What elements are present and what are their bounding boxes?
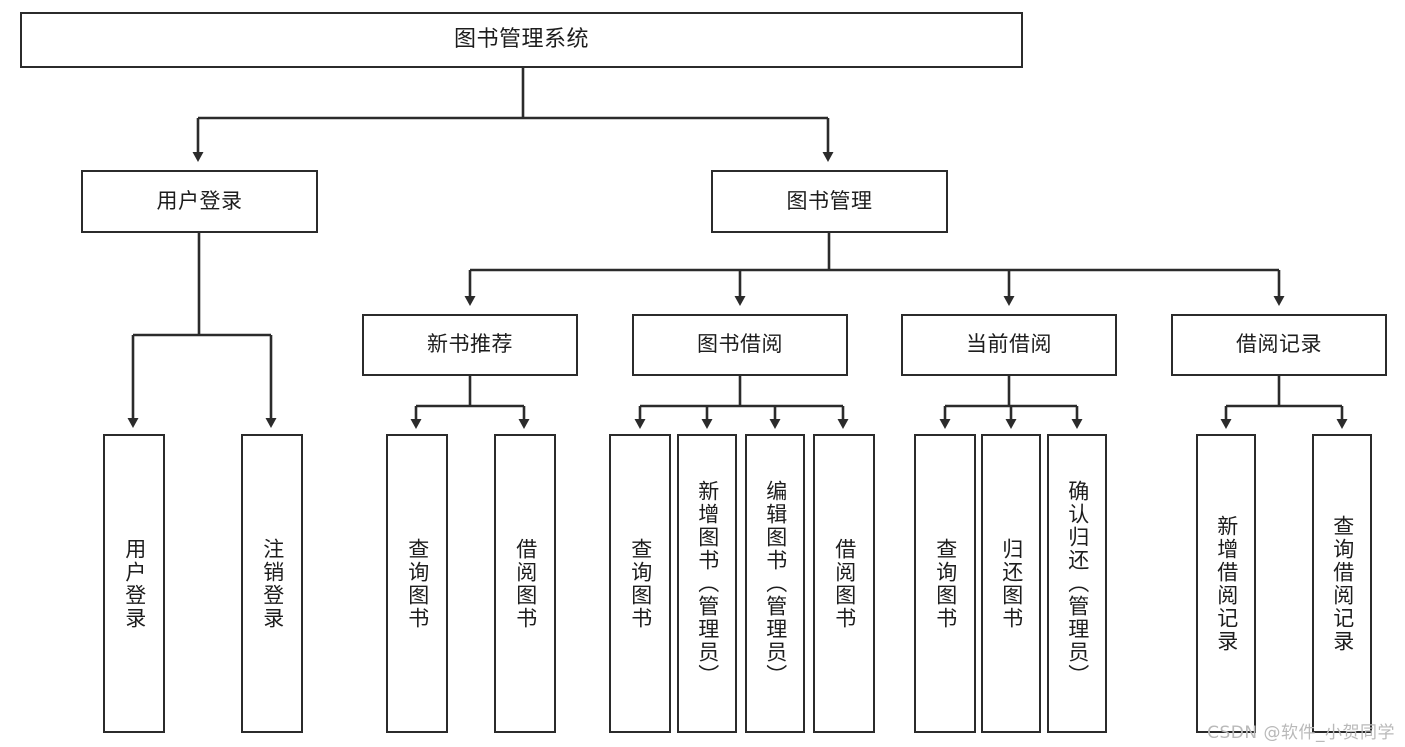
node-root[interactable]: 图书管理系统 xyxy=(20,12,1023,68)
node-leaf-add-record-label: 新增借阅记录 xyxy=(1214,514,1239,653)
node-current-borrow-label: 当前借阅 xyxy=(966,332,1052,357)
node-root-label: 图书管理系统 xyxy=(453,26,589,52)
node-book-borrow[interactable]: 图书借阅 xyxy=(632,314,848,376)
node-book-manage[interactable]: 图书管理 xyxy=(711,170,948,233)
node-leaf-return-book[interactable]: 归还图书 xyxy=(981,434,1041,733)
node-book-borrow-label: 图书借阅 xyxy=(697,332,783,357)
node-leaf-return-book-label: 归还图书 xyxy=(999,537,1024,630)
node-leaf-confirm-return[interactable]: 确认归还（管理员） xyxy=(1047,434,1107,733)
node-user-login-label: 用户登录 xyxy=(156,188,243,213)
node-borrow-record-label: 借阅记录 xyxy=(1236,332,1322,357)
node-borrow-record[interactable]: 借阅记录 xyxy=(1171,314,1387,376)
node-leaf-user-login[interactable]: 用户登录 xyxy=(103,434,165,733)
node-current-borrow[interactable]: 当前借阅 xyxy=(901,314,1117,376)
node-leaf-borrow-book-1[interactable]: 借阅图书 xyxy=(494,434,556,733)
node-leaf-add-book[interactable]: 新增图书（管理员） xyxy=(677,434,737,733)
node-leaf-borrow-book-2[interactable]: 借阅图书 xyxy=(813,434,875,733)
node-leaf-user-login-label: 用户登录 xyxy=(122,537,147,630)
node-leaf-query-record[interactable]: 查询借阅记录 xyxy=(1312,434,1372,733)
node-leaf-edit-book-label: 编辑图书（管理员） xyxy=(763,480,788,687)
node-leaf-logout-login-label: 注销登录 xyxy=(260,537,285,630)
node-leaf-query-book-2-label: 查询图书 xyxy=(628,537,653,630)
node-leaf-logout-login[interactable]: 注销登录 xyxy=(241,434,303,733)
node-leaf-borrow-book-1-label: 借阅图书 xyxy=(513,537,538,630)
node-leaf-confirm-return-label: 确认归还（管理员） xyxy=(1065,480,1090,687)
node-leaf-query-book-2[interactable]: 查询图书 xyxy=(609,434,671,733)
node-new-book-recommend-label: 新书推荐 xyxy=(427,332,513,357)
node-new-book-recommend[interactable]: 新书推荐 xyxy=(362,314,578,376)
node-leaf-edit-book[interactable]: 编辑图书（管理员） xyxy=(745,434,805,733)
node-leaf-add-record[interactable]: 新增借阅记录 xyxy=(1196,434,1256,733)
node-leaf-borrow-book-2-label: 借阅图书 xyxy=(832,537,857,630)
node-leaf-query-book-1[interactable]: 查询图书 xyxy=(386,434,448,733)
node-leaf-query-book-3[interactable]: 查询图书 xyxy=(914,434,976,733)
node-leaf-query-book-1-label: 查询图书 xyxy=(405,537,430,630)
node-leaf-add-book-label: 新增图书（管理员） xyxy=(695,480,720,687)
node-user-login[interactable]: 用户登录 xyxy=(81,170,318,233)
node-book-manage-label: 图书管理 xyxy=(786,188,873,213)
node-leaf-query-book-3-label: 查询图书 xyxy=(933,537,958,630)
node-leaf-query-record-label: 查询借阅记录 xyxy=(1330,514,1355,653)
